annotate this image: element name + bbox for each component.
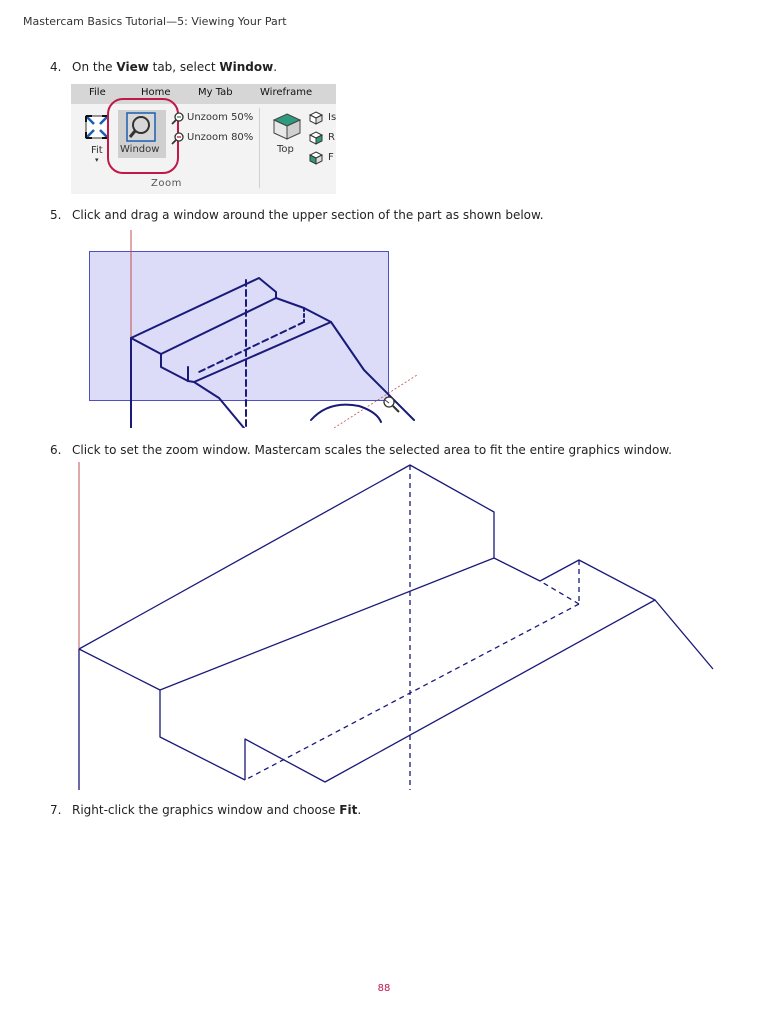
- fit-icon: [85, 115, 109, 139]
- front-view-label: F: [328, 152, 334, 163]
- step-number: 7.: [50, 803, 62, 817]
- window-highlight-circle: [107, 98, 179, 174]
- window-button-label: Window: [120, 144, 160, 155]
- step-number: 6.: [50, 443, 62, 457]
- step-text: .: [273, 60, 278, 74]
- tab-home[interactable]: Home: [141, 87, 171, 98]
- step-text: Click and drag a window around the upper…: [72, 208, 544, 222]
- right-view-icon: [309, 131, 323, 145]
- running-head: Mastercam Basics Tutorial—5: Viewing You…: [23, 15, 287, 28]
- front-view-icon: [309, 151, 323, 165]
- unzoom-80-label: Unzoom 80%: [187, 132, 254, 143]
- zoom-group-label: Zoom: [151, 178, 182, 189]
- isometric-view-label: Is: [328, 112, 336, 123]
- fit-button-label: Fit: [91, 145, 103, 156]
- wireframe-part-drawing: [89, 230, 418, 428]
- zoomed-wireframe-drawing: [78, 462, 714, 790]
- unzoom-50-icon: [171, 112, 184, 125]
- unzoom-80-icon: [171, 132, 184, 145]
- step-number: 4.: [50, 60, 62, 74]
- step-text: On the: [72, 60, 117, 74]
- step-text: tab, select: [148, 60, 220, 74]
- ribbon-tab-bar: File Home My Tab Wireframe: [71, 84, 336, 104]
- ui-term-window: Window: [219, 60, 274, 74]
- top-view-label: Top: [277, 144, 294, 155]
- step-5: 5. Click and drag a window around the upp…: [50, 208, 544, 222]
- zoom-selection-window: [89, 251, 389, 401]
- step-text: Right-click the graphics window and choo…: [72, 803, 340, 817]
- axis-line-diagonal: [333, 374, 418, 428]
- zoom-cursor-icon: [383, 396, 400, 413]
- ribbon-screenshot: File Home My Tab Wireframe Fit ▾ Window …: [71, 84, 336, 194]
- tab-wireframe[interactable]: Wireframe: [260, 87, 313, 98]
- unzoom-50-label: Unzoom 50%: [187, 112, 254, 123]
- ui-term-fit: Fit: [339, 803, 358, 817]
- magnifier-icon: [126, 112, 156, 142]
- isometric-view-icon: [309, 111, 323, 125]
- step-7: 7. Right-click the graphics window and ch…: [50, 803, 361, 817]
- tab-my-tab[interactable]: My Tab: [198, 87, 233, 98]
- zoomed-part-figure: [70, 462, 720, 790]
- step-text: Click to set the zoom window. Mastercam …: [72, 443, 672, 457]
- ui-term-view: View: [116, 60, 149, 74]
- right-view-label: R: [328, 132, 335, 143]
- fit-dropdown-arrow-icon[interactable]: ▾: [95, 156, 99, 164]
- step-6: 6. Click to set the zoom window. Masterca…: [50, 443, 672, 457]
- tab-file[interactable]: File: [89, 87, 106, 98]
- step-number: 5.: [50, 208, 62, 222]
- ribbon-separator: [259, 108, 260, 188]
- step-text: .: [357, 803, 362, 817]
- page-number: 88: [377, 983, 391, 994]
- step-4: 4. On the View tab, select Window.: [50, 60, 277, 74]
- zoom-window-drag-figure: [89, 230, 419, 428]
- top-view-cube-icon: [272, 113, 302, 140]
